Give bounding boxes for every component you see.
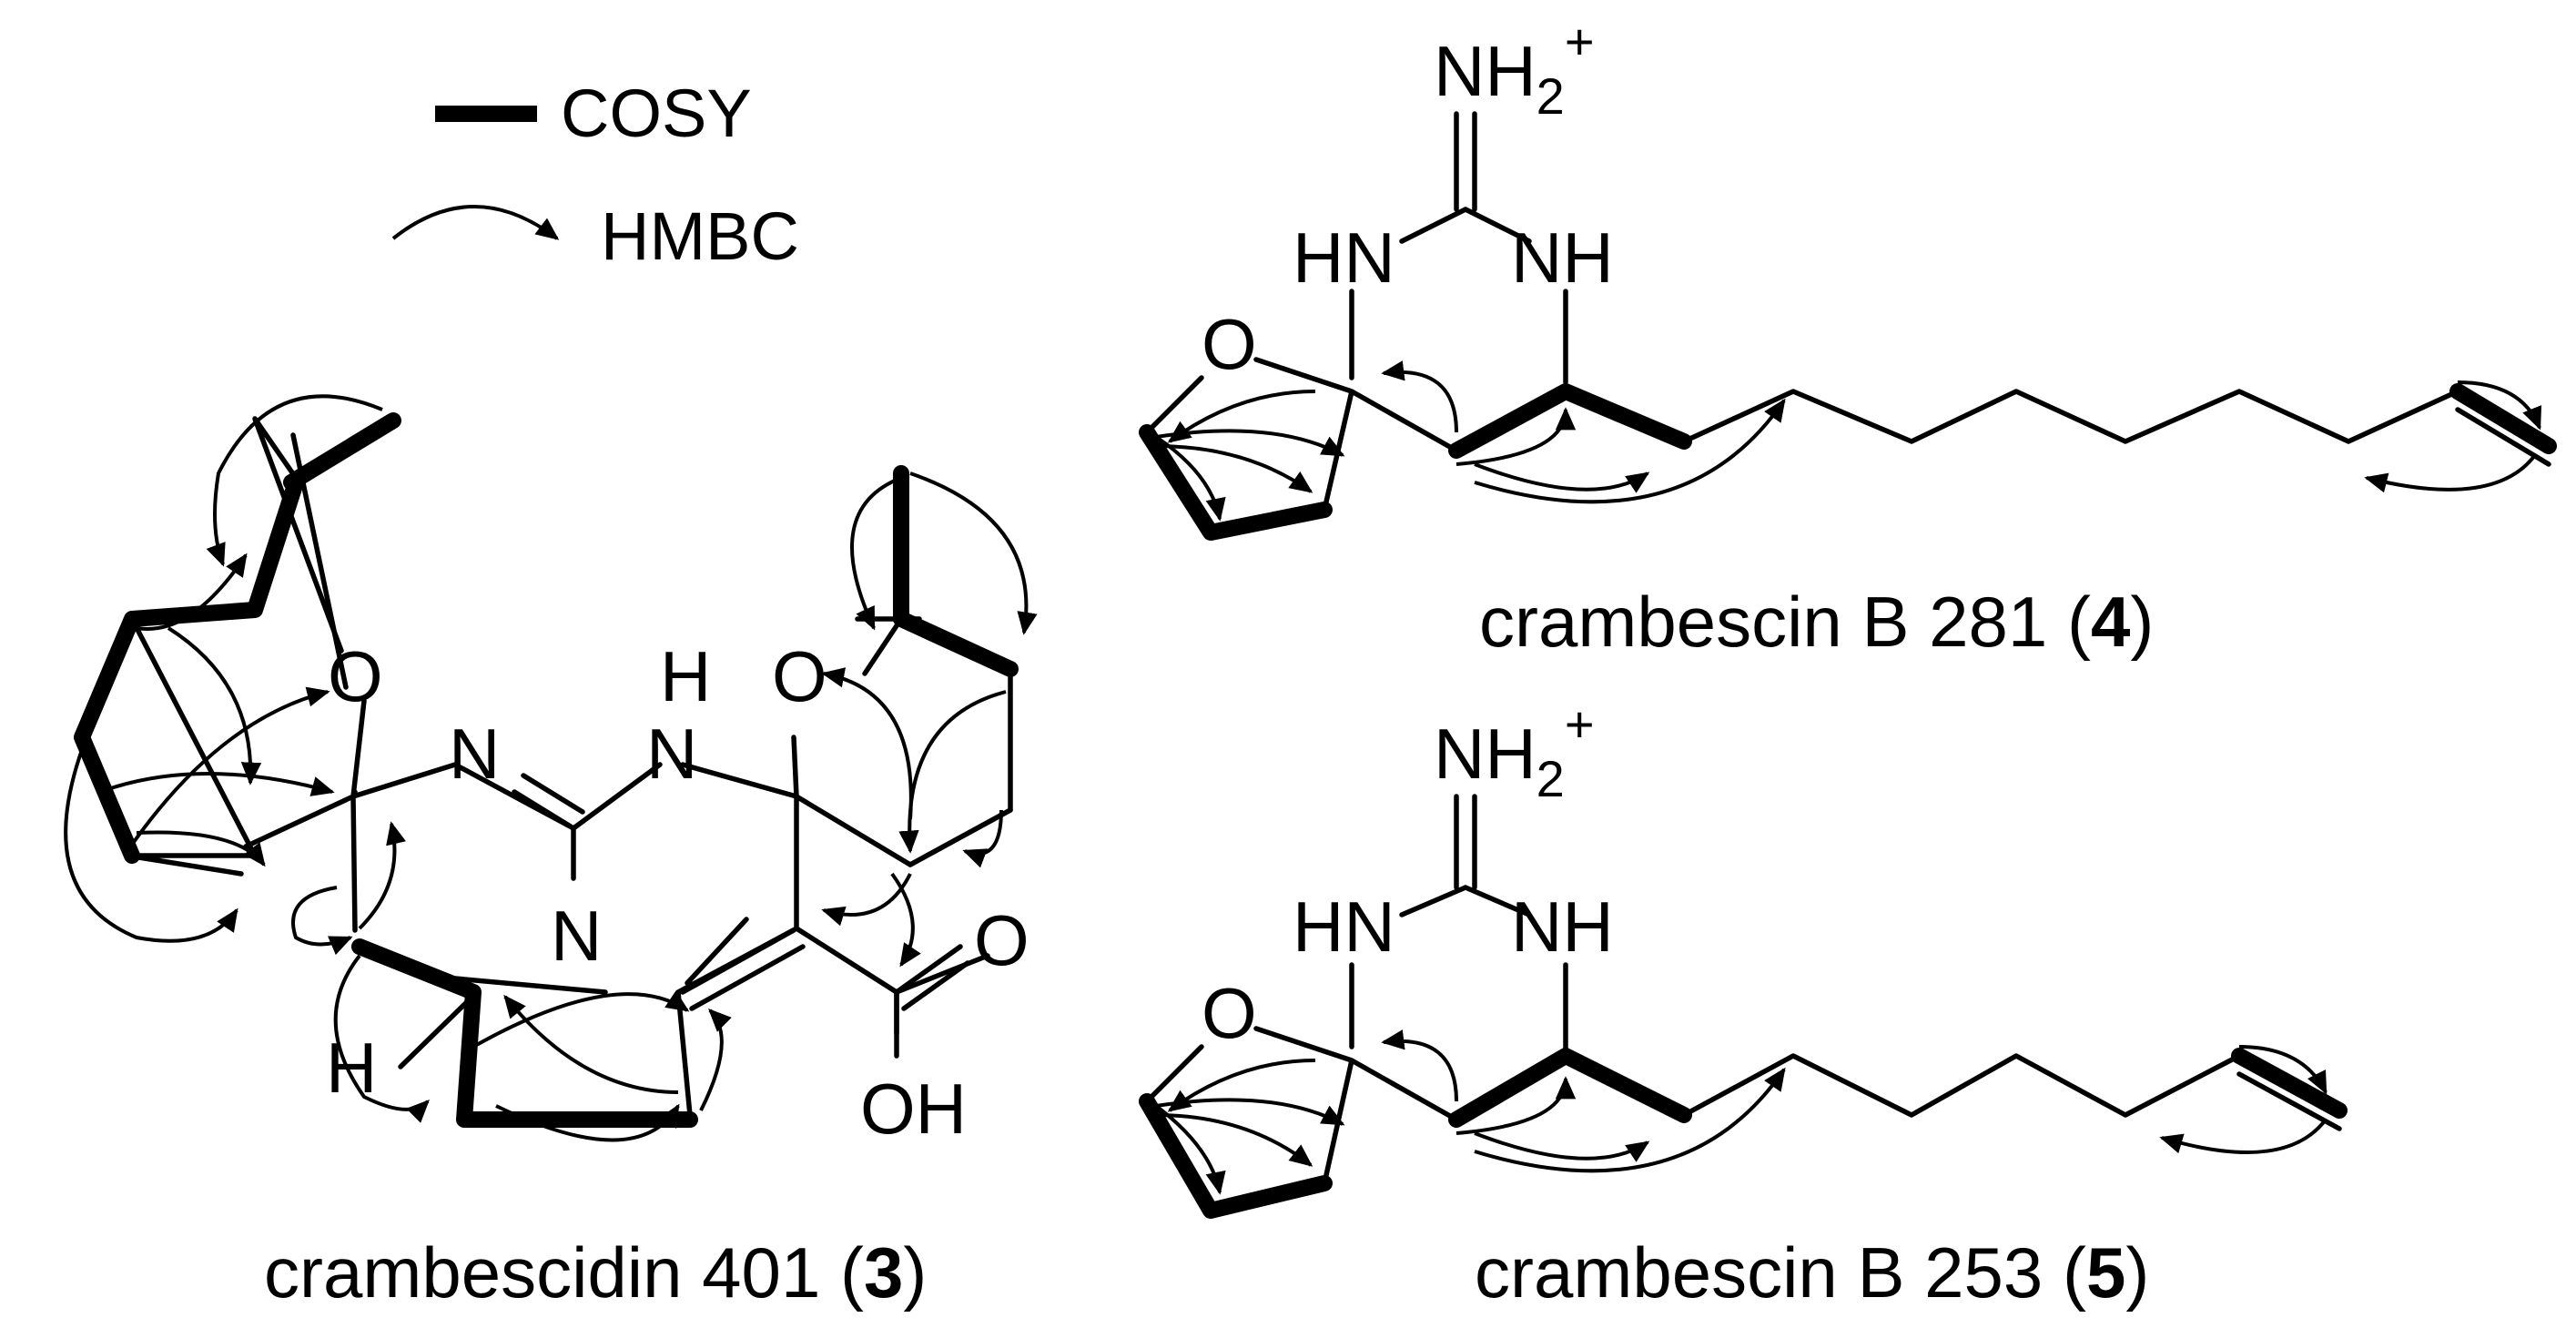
hmbc-arrow: [1155, 1098, 1345, 1126]
atom-hn: HN: [1293, 887, 1395, 967]
hmbc-arrow: [495, 1103, 680, 1142]
structure-crambescin-b-253: NH2+ HN NH O crambescin B 253 (5): [1139, 695, 2348, 1313]
hmbc-arrow: [136, 830, 266, 867]
cosy-bonds-crambescin-253: [1139, 1048, 2348, 1219]
bond-cooh-co: [894, 944, 963, 995]
bond-n-c-double: [512, 789, 576, 831]
atom-o-carbonyl: O: [974, 900, 1029, 980]
hmbc-arrows-crambescidin: [64, 394, 1038, 1142]
hmbc-arrow: [1155, 444, 1313, 493]
bond-c-c-double-2: [689, 944, 806, 1011]
atom-o-furan: O: [1202, 304, 1257, 384]
atom-nh: NH: [1511, 887, 1614, 967]
caption-crambescin-b-253: crambescin B 253 (5): [1475, 1232, 2149, 1313]
hmbc-arrow: [167, 626, 262, 786]
hmbc-arrow: [1455, 407, 1577, 466]
hmbc-arrow: [1154, 1104, 1226, 1195]
bond: [1399, 885, 1468, 917]
hmbc-arrow: [99, 772, 335, 796]
hmbc-arrow: [1474, 398, 1786, 504]
hmbc-arrow: [1474, 462, 1650, 493]
hmbc-arrow: [1474, 1067, 1786, 1173]
caption-number: 3: [864, 1232, 903, 1313]
atom-nh2-top: NH2+: [1434, 13, 1595, 125]
hmbc-arrow: [898, 690, 1007, 854]
hmbc-arrow: [358, 821, 406, 930]
caption-name: crambescin B 253: [1475, 1232, 2043, 1313]
atom-oh: OH: [860, 1069, 967, 1149]
caption-number: 5: [2086, 1232, 2125, 1313]
bond-double-terminal: [2236, 1071, 2342, 1131]
hmbc-arrow: [850, 476, 902, 631]
hmbc-arrow: [1155, 1113, 1313, 1167]
hmbc-arrows-crambescin-253: [1154, 1029, 2328, 1195]
atom-o-left: O: [328, 636, 383, 716]
hmbc-arrow: [1154, 435, 1226, 522]
cosy-bonds-crambescin-281: [1139, 383, 2557, 541]
hmbc-arrow: [1167, 1059, 1316, 1112]
hmbc-arrow: [1381, 1029, 1458, 1102]
hmbc-arrow: [136, 552, 248, 631]
caption-crambescin-b-281: crambescin B 281 (4): [1479, 582, 2154, 662]
hmbc-arrow: [1474, 1131, 1650, 1162]
caption-number: 4: [2091, 582, 2130, 662]
hmbc-arrow: [821, 667, 913, 820]
hmbc-arrow: [333, 954, 430, 1123]
bond-n-c-double-2: [521, 773, 585, 815]
hmbc-arrow: [2364, 453, 2537, 493]
structure-crambescin-b-281: NH2+ HN NH O crambescin B 281 (4): [1139, 13, 2557, 662]
legend-hmbc-arrow: [391, 205, 560, 240]
atom-o-right: O: [772, 636, 827, 716]
cosy-bonds-crambescidin: [74, 412, 1019, 1128]
atom-nh2-top: NH2+: [1434, 695, 1595, 807]
atom-n-lower: N: [551, 896, 602, 976]
atom-h-lower: H: [326, 1028, 377, 1108]
caption-crambescidin-401: crambescidin 401 (3): [264, 1232, 927, 1313]
hmbc-arrow: [64, 736, 238, 943]
hmbc-arrow: [2159, 1118, 2328, 1154]
hmbc-arrow: [1155, 429, 1345, 457]
hmbc-arrow: [503, 994, 679, 1094]
atom-n-nh: N: [646, 714, 697, 794]
hmbc-arrow: [126, 686, 330, 853]
hmbc-arrow: [206, 394, 383, 567]
bond-chain: [1144, 1026, 2242, 1186]
hmbc-arrows-crambescin-281: [1154, 360, 2542, 522]
hmbc-arrow: [1455, 1076, 1577, 1135]
legend-cosy-label: COSY: [561, 76, 752, 151]
hmbc-arrow: [2457, 380, 2542, 431]
bond: [1463, 207, 1532, 244]
bond-chain: [1144, 357, 2460, 512]
atom-nh: NH: [1511, 218, 1614, 298]
bond: [1399, 207, 1468, 244]
caption-name: crambescin B 281: [1479, 582, 2047, 662]
hmbc-arrow: [2238, 1045, 2328, 1095]
legend: COSY HMBC: [391, 76, 799, 274]
bond-c-c-double: [680, 928, 796, 995]
legend-hmbc-label: HMBC: [601, 198, 799, 274]
hmbc-arrow: [699, 1009, 732, 1111]
atom-hn: HN: [1293, 218, 1395, 298]
hmbc-arrow: [821, 873, 912, 927]
hmbc-arrow: [1381, 360, 1458, 433]
atom-n-upper: N: [449, 714, 500, 794]
hmbc-arrow: [291, 886, 353, 956]
bond: [1463, 885, 1532, 917]
hmbc-arrow: [472, 990, 690, 1049]
hmbc-arrow: [1167, 390, 1316, 443]
structure-crambescidin-401: O N H N O N H O OH: [64, 394, 1038, 1313]
hmbc-arrow: [890, 872, 921, 968]
bond-cooh-co-2: [901, 960, 970, 1011]
hmbc-arrow: [962, 809, 1003, 868]
atom-o-furan: O: [1202, 973, 1257, 1053]
hmbc-arrow: [909, 471, 1038, 635]
atom-h-nh: H: [660, 636, 711, 716]
caption-name: crambescidin 401: [264, 1232, 820, 1313]
